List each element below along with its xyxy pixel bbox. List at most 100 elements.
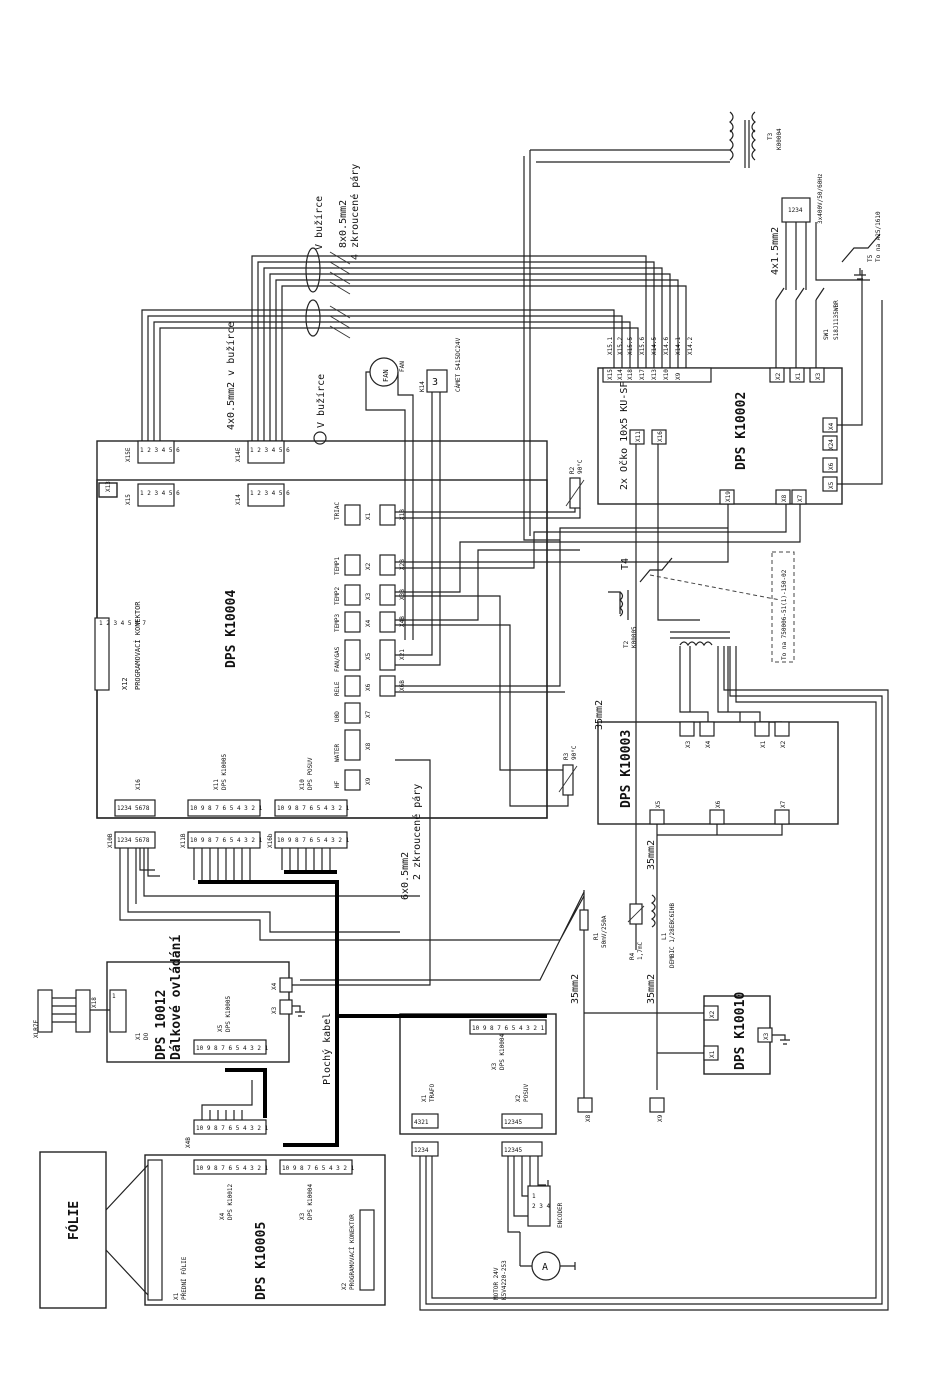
svg-text:35mm2: 35mm2 [594,700,605,730]
svg-text:X6: X6 [715,800,722,808]
svg-text:35mm2: 35mm2 [646,840,657,870]
svg-text:1 2 3 4 5 6: 1 2 3 4 5 6 [250,490,290,497]
k10005-title: DPS K10005 [254,1222,269,1300]
k10004-x8-name: WATER [334,744,341,762]
svg-text:X3: X3 [299,1212,306,1220]
svg-text:X9: X9 [675,372,682,380]
svg-text:X10B: X10B [107,833,114,848]
k10004-x15-label: X15 [125,494,132,505]
terminal-x8 [577,1097,593,1113]
svg-text:X3: X3 [815,372,822,380]
svg-text:XLR7F: XLR7F [33,1020,40,1038]
svg-text:A: A [542,1262,548,1273]
svg-text:4321: 4321 [414,1119,429,1126]
wires-top [141,149,730,541]
k10004-x9-label: X9 [365,777,372,785]
harness-x14e-label: X14E [235,447,242,462]
board-k10004: X13 DPS K10004 1 2 3 4 5 6 7 X12 PROGRAM… [94,440,548,819]
k10004-x3-label: X3 [365,592,372,600]
svg-text:X16b: X16b [267,833,274,848]
k10004-x6-name: RELE [334,681,341,696]
svg-text:X13: X13 [651,369,658,380]
t2-transformer: T2 K00005 [419,590,889,1311]
r1-shunt: R1 50mV/250A [300,890,608,1100]
terminal-x9 [649,1097,665,1113]
k10004-title: DPS K10004 [224,590,239,668]
svg-text:X2: X2 [341,1282,348,1290]
k10004-x3-name: TEMP2 [334,587,341,605]
svg-text:S18J1135WBR: S18J1135WBR [833,300,840,340]
note-cable-4x: 4x0.5mm2 v bužírce [225,322,237,430]
svg-text:1 2 3 4 5 6: 1 2 3 4 5 6 [140,447,180,454]
svg-text:X14.5: X14.5 [651,337,658,355]
board-k10010: DPS K10010 X2 X1 X3 [584,992,790,1075]
k10004-x5-name: FAN/GAS [334,646,341,672]
k10004-x12-label: X12 [121,677,129,690]
svg-text:1 2 3 4 5 6: 1 2 3 4 5 6 [250,447,290,454]
svg-text:X1: X1 [795,372,802,380]
svg-text:T4: T4 [620,558,631,570]
note-plochy-kabel: Plochý kabel [321,1013,333,1085]
svg-text:X15: X15 [607,369,614,380]
svg-text:SW1: SW1 [823,329,830,340]
board-k10003: DPS K10003 X3 X4 X1 X2 X5 X6 X7 [597,721,839,1090]
svg-text:X3: X3 [491,1062,498,1070]
svg-text:10 9 8 7 6 5 4 3 2 1: 10 9 8 7 6 5 4 3 2 1 [190,837,263,844]
fan-symbol-label: FAN [382,369,390,382]
svg-text:PŘEDNÍ FÓLIE: PŘEDNÍ FÓLIE [180,1256,188,1300]
svg-text:1,7mC: 1,7mC [637,942,644,960]
k10004-x11-name: DPS K10005 [221,753,228,790]
svg-text:1234 5678: 1234 5678 [117,805,150,812]
svg-text:R2: R2 [569,466,576,474]
svg-text:35mm2: 35mm2 [646,974,657,1004]
k10012-subtitle: Dálkové ovládání [169,935,184,1060]
svg-text:1: 1 [112,993,116,1000]
svg-text:X15.5: X15.5 [627,337,634,355]
svg-text:POSUV: POSUV [523,1084,530,1102]
k10004-x6-label: X6 [365,683,372,691]
svg-text:1234 5678: 1234 5678 [117,837,150,844]
k10004-x8-label: X8 [365,742,372,750]
svg-text:X14.1: X14.1 [675,337,682,355]
svg-text:TRAFO: TRAFO [429,1084,436,1102]
harness-bottom-connectors: X10B 1234 5678 X11B 10 9 8 7 6 5 4 3 2 1… [107,831,350,849]
svg-text:X3: X3 [763,1032,770,1040]
xlr-connector: XLR7F X18 [33,989,110,1038]
svg-text:10 9 8 7 6 5 4 3 2 1: 10 9 8 7 6 5 4 3 2 1 [282,1165,355,1172]
svg-text:DPS K10004: DPS K10004 [499,1033,506,1070]
svg-text:T5: T5 [867,254,874,262]
svg-text:X10: X10 [663,369,670,380]
r2: R2 90°C [565,459,585,509]
svg-text:DPS K10004: DPS K10004 [307,1183,314,1220]
svg-text:X14.2: X14.2 [687,337,694,355]
svg-text:X2: X2 [780,740,787,748]
svg-text:X15.2: X15.2 [617,337,624,355]
svg-text:X15.6: X15.6 [639,337,646,355]
svg-text:X1: X1 [421,1094,428,1102]
svg-text:R3: R3 [563,752,570,760]
svg-text:K00005: K00005 [631,626,638,648]
svg-text:10 9 8 7 6 5 4 3 2 1: 10 9 8 7 6 5 4 3 2 1 [196,1165,269,1172]
svg-text:1234: 1234 [788,207,803,214]
svg-text:DPS K10005: DPS K10005 [225,995,232,1032]
svg-text:To na A25/1610: To na A25/1610 [875,211,882,262]
svg-text:10 9 8 7 6 5 4 3 2 1: 10 9 8 7 6 5 4 3 2 1 [277,837,350,844]
svg-text:L1: L1 [661,932,668,940]
svg-text:X9: X9 [657,1114,664,1122]
svg-text:DO: DO [143,1032,150,1040]
svg-text:X3: X3 [685,740,692,748]
svg-text:R4: R4 [629,952,636,960]
svg-text:X18: X18 [627,369,634,380]
l1-r4: L1 DEMBIC 1/28EBC6IHB R4 1,7mC [627,700,676,968]
svg-text:12345: 12345 [504,1119,522,1126]
k10004-x11-label: X11 [213,779,220,790]
ribbons [119,848,547,1147]
harness-right-connectors: X1B X2B X3B X4B X21 X6B [379,504,406,697]
svg-text:DEMBIC 1/28EBC6IHB: DEMBIC 1/28EBC6IHB [669,903,676,968]
svg-text:X3B: X3B [399,589,406,600]
r3: R3 90°C [395,595,578,807]
svg-text:12345: 12345 [504,1147,522,1154]
svg-text:X4B: X4B [185,1137,192,1148]
k10004-x10-name: DPS POSUV [307,757,314,790]
board-k10002: DPS K10002 2x Očko 10x5 KU-SF X15 X14 X1… [597,337,843,505]
